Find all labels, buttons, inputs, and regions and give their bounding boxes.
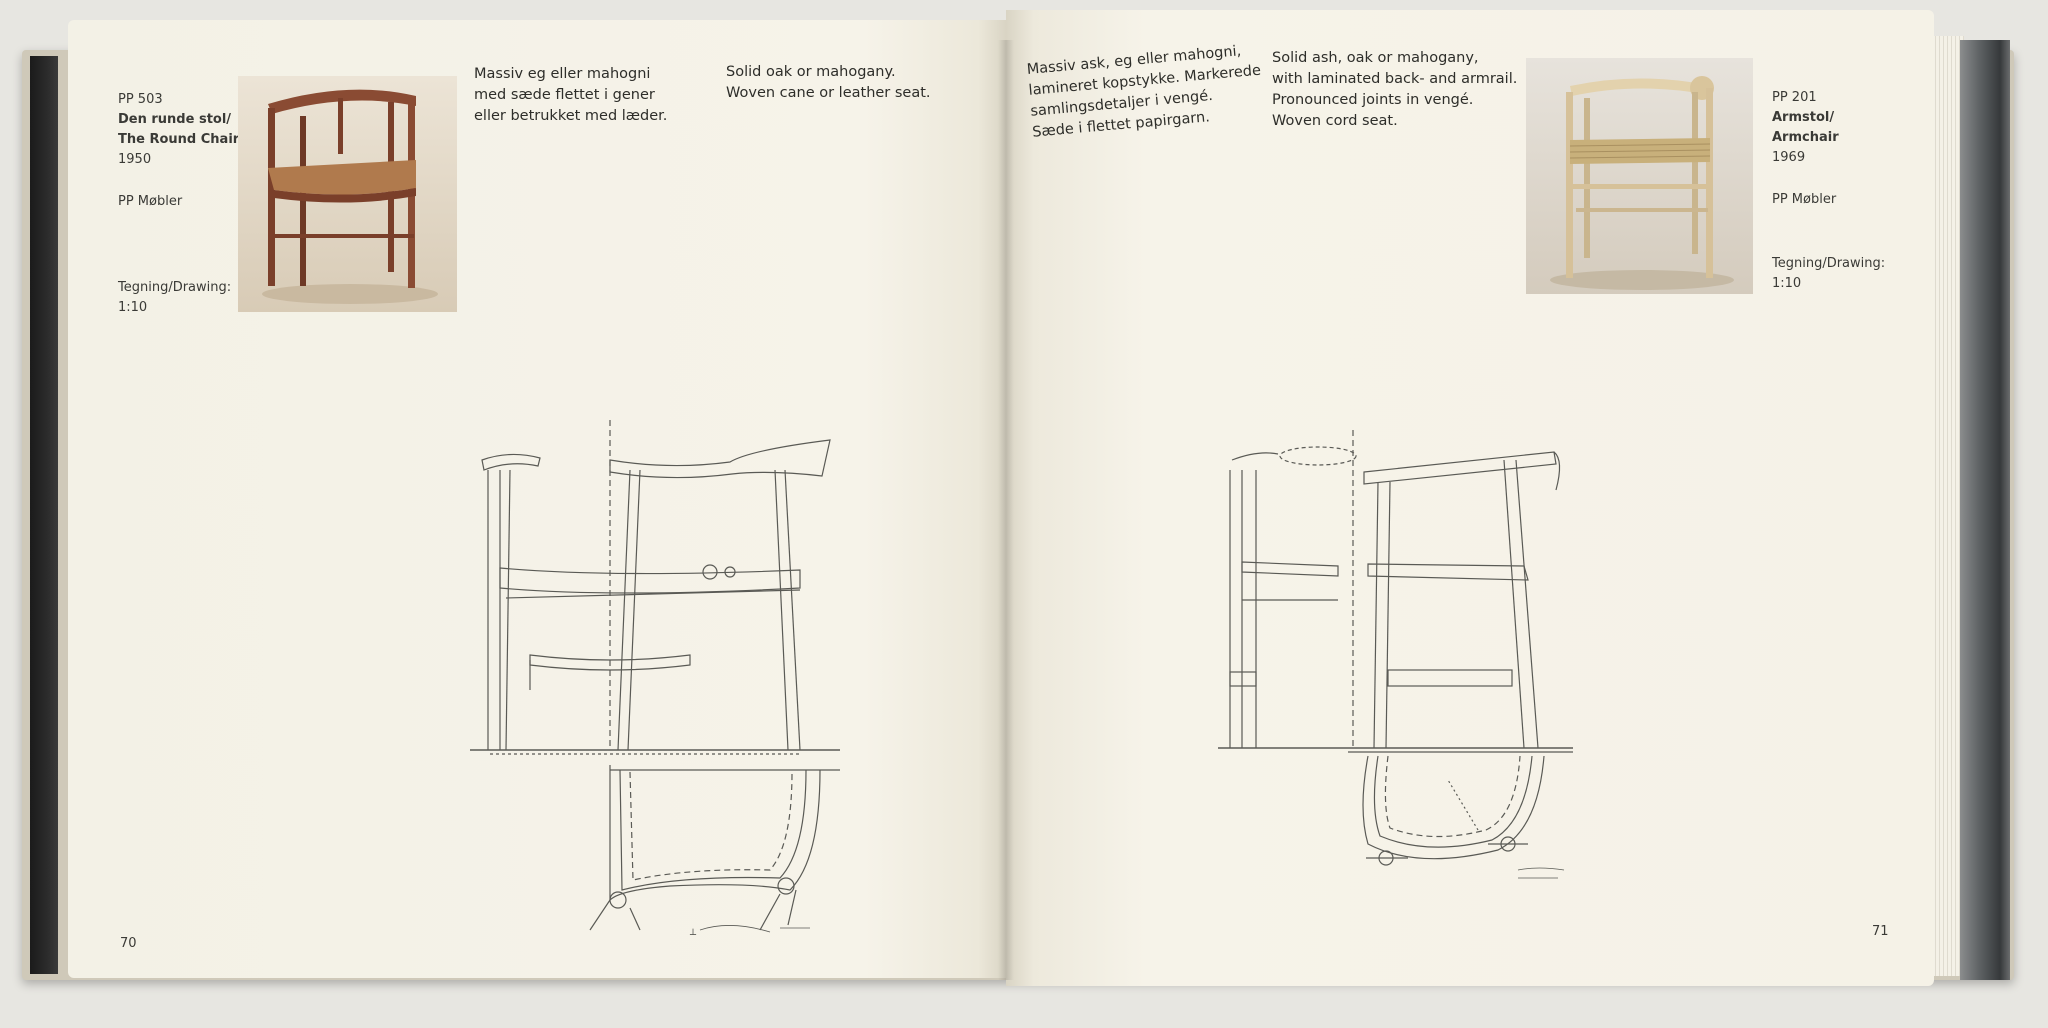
book-gutter [998,40,1014,980]
svg-text:┴: ┴ [689,928,697,941]
model-number: PP 201 [1772,90,1817,105]
chair-title-line1: Armstol/ [1772,110,1835,125]
year: 1950 [118,152,152,167]
chair-title-line2: Armchair [1772,130,1839,145]
maker: PP Møbler [118,194,183,209]
drawing-label: Tegning/Drawing: [118,280,232,295]
page-number-left: 70 [120,936,137,951]
drawing-label: Tegning/Drawing: [1772,256,1886,271]
left-description-english: Solid oak or mahogany. Woven cane or lea… [726,64,931,101]
right-page [1006,10,1934,986]
chair-title-line1: Den runde stol/ [118,112,232,127]
drawing-scale: 1:10 [1772,276,1802,291]
maker: PP Møbler [1772,192,1837,207]
year: 1969 [1772,150,1806,165]
round-chair-photo [238,76,457,312]
page-number-right: 71 [1872,924,1889,939]
round-chair-technical-drawing: ┴ [470,420,850,950]
right-chair-meta: PP 201 Armstol/ Armchair 1969 PP Møbler … [1772,88,1885,294]
chair-title-line2: The Round Chair [118,132,240,147]
left-chair-meta: PP 503 Den runde stol/ The Round Chair 1… [118,90,239,318]
left-description-danish: Massiv eg eller mahogni med sæde flettet… [474,66,668,124]
drawing-scale: 1:10 [118,300,148,315]
left-page [68,20,1006,978]
armchair-technical-drawing [1218,430,1578,880]
right-description-english: Solid ash, oak or mahogany, with laminat… [1272,50,1518,129]
cover-edge-left [30,56,58,974]
model-number: PP 503 [118,92,163,107]
cover-edge-right [1960,40,2010,980]
armchair-photo [1526,58,1753,294]
